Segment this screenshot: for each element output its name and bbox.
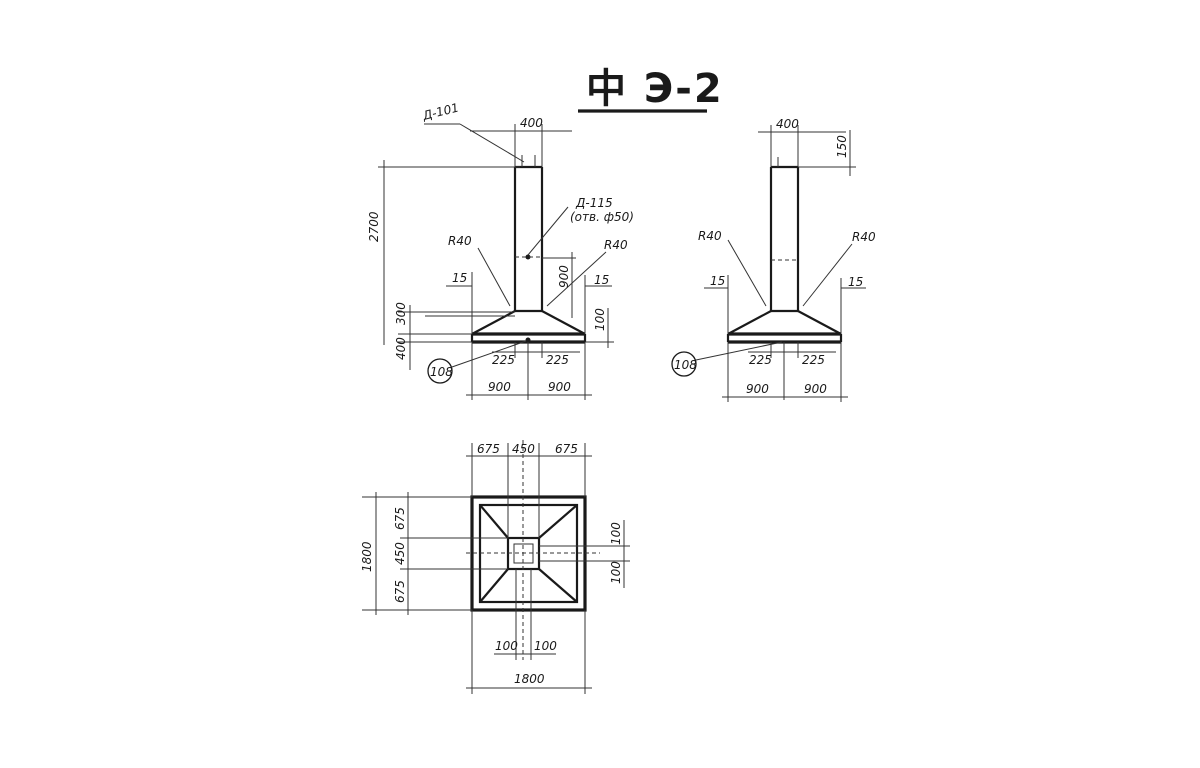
side-mark-108-label: 108 — [674, 358, 697, 372]
side-slope-right-label: 15 — [848, 275, 863, 289]
plan-right-100-top-label: 100 — [609, 522, 623, 545]
side-slope-left-label: 15 — [710, 274, 725, 288]
radius-leader — [802, 243, 853, 307]
front-dim-400-label: 400 — [394, 337, 408, 360]
front-top-width-label: 400 — [520, 116, 543, 130]
front-hole-mark — [525, 254, 531, 260]
plan-bottom-100-left-label: 100 — [495, 639, 518, 653]
plan-diagonal — [538, 504, 578, 539]
callout-leader — [459, 123, 525, 163]
front-radius-right-label: R40 — [604, 238, 628, 252]
plan-right-100-bottom-label: 100 — [609, 561, 623, 584]
mark-leader — [451, 340, 527, 368]
front-base-point — [525, 337, 531, 343]
front-total-height-label: 2700 — [367, 211, 381, 242]
side-base-right-label: 900 — [804, 382, 827, 396]
side-base-left-label: 900 — [746, 382, 769, 396]
front-base-dim-100-label: 100 — [593, 308, 607, 331]
callout-leader — [527, 206, 569, 256]
radius-leader — [546, 251, 607, 307]
side-mark-circle — [671, 351, 697, 377]
front-slope-left-label: 15 — [452, 271, 467, 285]
front-slope-right — [541, 310, 586, 335]
front-radius-left-label: R40 — [448, 234, 472, 248]
side-offset-left-label: 225 — [749, 353, 772, 367]
callout-d101-label: Д-101 — [420, 100, 460, 123]
side-slope-left — [727, 310, 772, 335]
side-offset-right-label: 225 — [802, 353, 825, 367]
front-slope-right-label: 15 — [594, 273, 609, 287]
front-dim-900-vertical-label: 900 — [557, 265, 571, 288]
plan-top-450-label: 450 — [512, 442, 535, 456]
front-slope-left — [471, 310, 516, 335]
side-view: 400 150 R40 R40 15 15 225 225 900 900 — [671, 117, 876, 402]
radius-leader — [477, 247, 511, 307]
plan-diagonal — [479, 568, 509, 603]
side-radius-right-label: R40 — [852, 230, 876, 244]
callout-hole-label: (отв. ф50) — [570, 210, 634, 224]
side-slope-right — [797, 310, 842, 335]
plan-left-675-bottom-label: 675 — [393, 580, 407, 603]
plan-view: 675 450 675 1800 675 450 675 100 100 100… — [360, 440, 630, 694]
side-top-width-label: 400 — [776, 117, 799, 131]
front-mark-circle — [427, 358, 453, 384]
drawing-title: 中 Э-2 — [586, 66, 724, 112]
plan-left-450-label: 450 — [393, 542, 407, 565]
front-offset-left-label: 225 — [492, 353, 515, 367]
plan-bottom-100-right-label: 100 — [534, 639, 557, 653]
plan-top-675-left-label: 675 — [477, 442, 500, 456]
front-base-left-label: 900 — [488, 380, 511, 394]
front-mark-108-label: 108 — [430, 365, 453, 379]
side-radius-left-label: R40 — [698, 229, 722, 243]
front-offset-right-label: 225 — [546, 353, 569, 367]
plan-bottom-total-label: 1800 — [514, 672, 545, 686]
plan-diagonal — [479, 504, 509, 539]
side-top-dim-150-label: 150 — [835, 135, 849, 158]
front-base-right-label: 900 — [548, 380, 571, 394]
radius-leader — [727, 239, 767, 307]
plan-diagonal — [538, 568, 578, 603]
front-dim-300-label: 300 — [394, 302, 408, 325]
callout-d115-label: Д-115 — [575, 196, 613, 210]
plan-left-675-top-label: 675 — [393, 507, 407, 530]
front-view: 400 Д-101 Д-115 (отв. ф50) 2700 300 400 … — [367, 100, 634, 400]
plan-left-total-label: 1800 — [360, 541, 374, 572]
plan-top-675-right-label: 675 — [555, 442, 578, 456]
mark-leader — [695, 341, 783, 361]
